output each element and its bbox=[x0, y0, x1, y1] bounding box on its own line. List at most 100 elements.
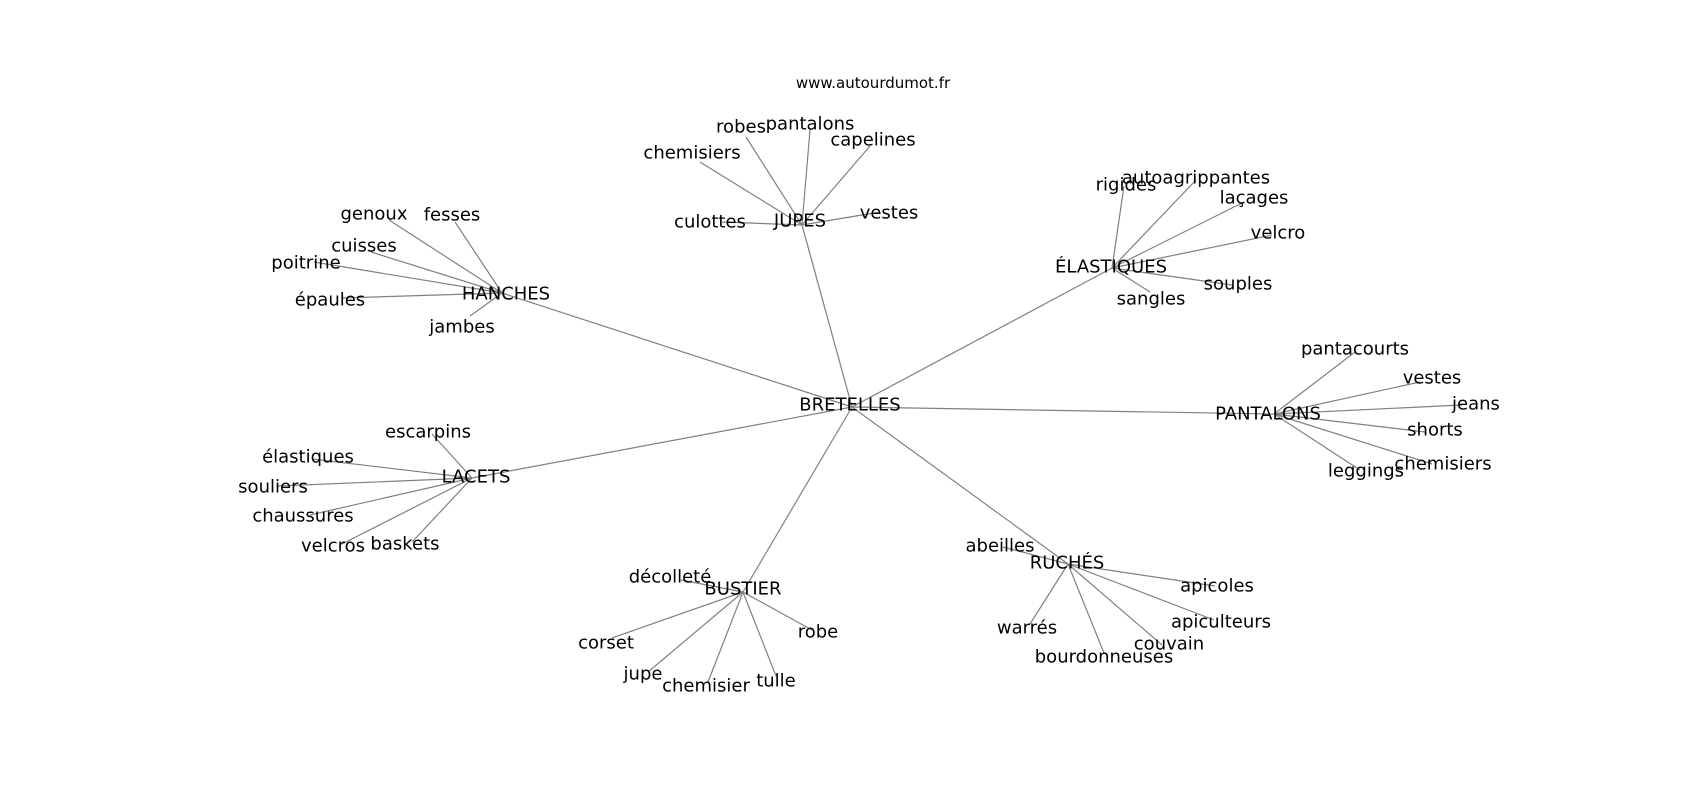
edge-hub-word bbox=[745, 136, 803, 226]
word-node[interactable]: chemisiers bbox=[1394, 454, 1491, 475]
edge-hub-word bbox=[707, 591, 744, 683]
edge-hub-word bbox=[341, 292, 503, 299]
center-word[interactable]: BRETELLES bbox=[799, 395, 900, 416]
edge-hub-word bbox=[311, 458, 473, 479]
edge-center-hub bbox=[851, 267, 1113, 408]
word-node[interactable]: pantacourts bbox=[1301, 339, 1409, 360]
edge-hub-word bbox=[469, 292, 503, 317]
edge-hub-word bbox=[1273, 404, 1463, 415]
word-node[interactable]: apicoles bbox=[1180, 576, 1254, 597]
edge-hub-word bbox=[721, 221, 803, 226]
edge-hub-word bbox=[277, 477, 473, 487]
word-node[interactable]: vestes bbox=[1403, 368, 1462, 389]
word-node[interactable]: velcros bbox=[301, 536, 365, 557]
word-node[interactable]: chaussures bbox=[252, 506, 353, 527]
edge-hub-word bbox=[1273, 413, 1361, 471]
edge-hub-word bbox=[1111, 179, 1197, 269]
hub-word-node[interactable]: ÉLASTIQUES bbox=[1055, 256, 1167, 278]
edge-hub-word bbox=[1111, 201, 1245, 269]
edge-center-hub bbox=[471, 406, 853, 479]
word-node[interactable]: jupe bbox=[623, 664, 663, 685]
word-node[interactable]: chemisier bbox=[662, 676, 750, 697]
edge-center-hub bbox=[851, 406, 1069, 565]
hub-word-node[interactable]: JUPES bbox=[773, 211, 826, 232]
word-node[interactable]: rigides bbox=[1096, 175, 1157, 196]
edge-hub-word bbox=[1067, 563, 1105, 654]
edge-center-hub bbox=[501, 292, 853, 408]
word-node[interactable]: couvain bbox=[1134, 634, 1204, 655]
edge-hub-word bbox=[1067, 563, 1215, 621]
edge-hub-word bbox=[801, 145, 871, 226]
word-node[interactable]: jeans bbox=[1451, 394, 1500, 415]
word-node[interactable]: pantalons bbox=[766, 114, 855, 135]
word-node[interactable]: jambes bbox=[428, 317, 494, 338]
edge-hub-word bbox=[1111, 267, 1151, 293]
word-node[interactable]: bourdonneuses bbox=[1035, 647, 1174, 668]
edge-hub-word bbox=[1111, 185, 1125, 269]
edge-hub-word bbox=[680, 579, 744, 593]
edge-hub-word bbox=[370, 251, 503, 294]
edge-hub-word bbox=[313, 261, 503, 294]
word-node[interactable]: velcro bbox=[1251, 223, 1306, 244]
word-node[interactable]: baskets bbox=[370, 534, 439, 555]
edge-hub-word bbox=[801, 211, 881, 226]
word-node[interactable]: sangles bbox=[1117, 289, 1186, 310]
site-url[interactable]: www.autourdumot.fr bbox=[796, 74, 951, 92]
hub-word-node[interactable]: BUSTIER bbox=[704, 579, 781, 600]
edge-hub-word bbox=[1029, 563, 1069, 625]
edge-hub-word bbox=[1273, 413, 1433, 465]
word-node[interactable]: chemisiers bbox=[643, 143, 740, 164]
word-node[interactable]: souples bbox=[1204, 274, 1273, 295]
edge-hub-word bbox=[742, 591, 813, 631]
word-node[interactable]: corset bbox=[578, 633, 634, 654]
word-node[interactable]: shorts bbox=[1407, 420, 1463, 441]
edge-center-hub bbox=[742, 406, 853, 593]
edges bbox=[277, 129, 1463, 683]
word-node[interactable]: fesses bbox=[424, 205, 481, 226]
word-node[interactable]: warrés bbox=[997, 618, 1057, 639]
word-node[interactable]: autoagrippantes bbox=[1122, 168, 1270, 189]
edge-center-hub bbox=[801, 224, 853, 408]
word-node[interactable]: robe bbox=[798, 622, 839, 643]
word-node[interactable]: cuisses bbox=[331, 236, 397, 257]
edge-hub-word bbox=[742, 591, 777, 677]
edge-hub-word bbox=[1002, 546, 1069, 565]
edge-hub-word bbox=[1067, 563, 1163, 646]
edge-hub-word bbox=[341, 477, 473, 545]
edge-hub-word bbox=[388, 219, 503, 294]
edge-hub-word bbox=[454, 221, 503, 294]
word-node[interactable]: robes bbox=[716, 117, 766, 138]
word-node[interactable]: abeilles bbox=[966, 536, 1035, 557]
word-node[interactable]: tulle bbox=[756, 671, 796, 692]
word-node[interactable]: laçages bbox=[1220, 188, 1289, 209]
word-node[interactable]: culottes bbox=[674, 212, 746, 233]
word-node[interactable]: décolleté bbox=[629, 567, 712, 588]
edge-hub-word bbox=[1111, 267, 1233, 286]
edge-hub-word bbox=[1273, 413, 1426, 433]
edge-hub-word bbox=[1111, 234, 1273, 269]
edge-hub-word bbox=[647, 591, 744, 673]
word-node[interactable]: poitrine bbox=[271, 253, 340, 274]
word-node[interactable]: apiculteurs bbox=[1171, 612, 1271, 633]
word-node[interactable]: escarpins bbox=[385, 422, 471, 443]
word-node[interactable]: capelines bbox=[830, 130, 915, 151]
hub-word-node[interactable]: PANTALONS bbox=[1215, 404, 1321, 425]
word-node[interactable]: leggings bbox=[1328, 461, 1404, 482]
edge-hub-word bbox=[431, 433, 473, 479]
hub-word-node[interactable]: LACETS bbox=[442, 467, 511, 488]
word-node[interactable]: genoux bbox=[341, 204, 408, 225]
word-node[interactable]: épaules bbox=[295, 290, 365, 311]
word-node[interactable]: souliers bbox=[238, 477, 308, 498]
hub-word-node[interactable]: RUCHÉS bbox=[1030, 552, 1105, 574]
edge-hub-word bbox=[801, 129, 811, 226]
edge-hub-word bbox=[1273, 351, 1356, 415]
edge-hub-word bbox=[1273, 381, 1421, 415]
word-node[interactable]: vestes bbox=[860, 203, 919, 224]
word-node[interactable]: élastiques bbox=[262, 447, 354, 468]
edge-hub-word bbox=[611, 591, 744, 639]
edge-hub-word bbox=[699, 161, 803, 226]
edge-hub-word bbox=[1067, 563, 1216, 587]
hub-word-node[interactable]: HANCHES bbox=[462, 284, 550, 305]
